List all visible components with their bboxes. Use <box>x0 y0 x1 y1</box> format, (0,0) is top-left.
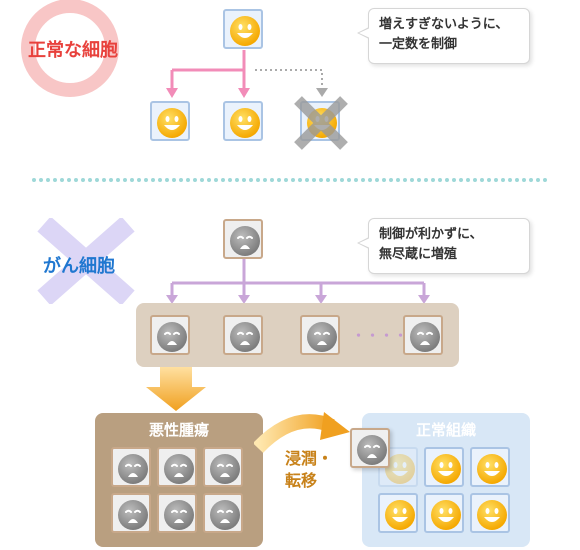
smiley-face-icon <box>476 453 508 485</box>
normal-child-cell <box>223 101 263 141</box>
cancer-child-cell <box>223 315 263 355</box>
cross-mark-icon <box>294 96 348 150</box>
smiley-face-icon <box>430 499 462 531</box>
cancer-bubble-line2: 無尽蔵に増殖 <box>379 247 458 262</box>
cancer-child-cell <box>150 315 190 355</box>
sad-face-icon <box>117 453 149 485</box>
cancer-child-cell <box>403 315 443 355</box>
sad-face-icon <box>229 225 261 257</box>
sad-face-icon <box>229 321 261 353</box>
cancer-branch-arrows <box>166 259 430 304</box>
normal-ring-icon <box>14 0 126 100</box>
tissue-cell <box>470 493 510 533</box>
normal-tissue-label: 正常組織 <box>415 421 476 439</box>
cancer-bubble-line1: 制御が利かずに、 <box>379 227 483 242</box>
normal-bubble-line1: 増えすぎないように、 <box>379 17 509 32</box>
smiley-face-icon <box>229 107 261 139</box>
tumor-cell <box>203 493 243 533</box>
sad-face-icon <box>117 499 149 531</box>
sad-face-icon <box>156 321 188 353</box>
malignant-tumor-label: 悪性腫瘍 <box>148 421 209 439</box>
tissue-cell <box>424 493 464 533</box>
down-arrow-icon <box>146 367 206 411</box>
tumor-cell <box>157 447 197 487</box>
smiley-face-icon <box>156 107 188 139</box>
sad-face-icon <box>163 499 195 531</box>
tumor-cell <box>157 493 197 533</box>
malignant-tumor-box: 悪性腫瘍 <box>95 413 263 547</box>
sad-face-icon <box>356 434 388 466</box>
sad-face-icon <box>209 499 241 531</box>
tumor-cell <box>111 493 151 533</box>
tissue-cell <box>424 447 464 487</box>
invading-cancer-cell <box>350 428 390 468</box>
invasion-label-line2: 転移 <box>285 471 318 490</box>
smiley-face-icon <box>384 499 416 531</box>
sad-face-icon <box>209 453 241 485</box>
section-divider <box>32 178 553 182</box>
tissue-cell <box>470 447 510 487</box>
normal-cell-heading: 正常な細胞 <box>28 40 118 61</box>
curved-arrow-icon <box>254 412 350 453</box>
tumor-cell <box>111 447 151 487</box>
smiley-face-icon <box>476 499 508 531</box>
tissue-cell <box>378 493 418 533</box>
normal-parent-cell <box>223 9 263 49</box>
normal-branch-arrows <box>166 50 328 98</box>
tumor-cell <box>203 447 243 487</box>
smiley-face-icon <box>229 15 261 47</box>
normal-bubble-line2: 一定数を制御 <box>379 37 458 52</box>
cancer-speech-bubble: 制御が利かずに、 無尽蔵に増殖 <box>357 218 530 274</box>
invasion-metastasis-label: 浸潤・ 転移 <box>285 448 333 492</box>
invasion-label-line1: 浸潤・ <box>285 449 334 468</box>
smiley-face-icon <box>430 453 462 485</box>
cancer-cross-icon <box>37 218 135 304</box>
cancer-cell-heading: がん細胞 <box>43 256 115 277</box>
ellipsis-text: ・・・・ <box>352 329 409 344</box>
normal-tissue-box: 正常組織 <box>362 413 530 547</box>
normal-speech-bubble: 増えすぎないように、 一定数を制御 <box>357 8 530 64</box>
sad-face-icon <box>409 321 441 353</box>
normal-child-cell <box>150 101 190 141</box>
sad-face-icon <box>306 321 338 353</box>
cancer-child-cell <box>300 315 340 355</box>
sad-face-icon <box>163 453 195 485</box>
cancer-parent-cell <box>223 219 263 259</box>
